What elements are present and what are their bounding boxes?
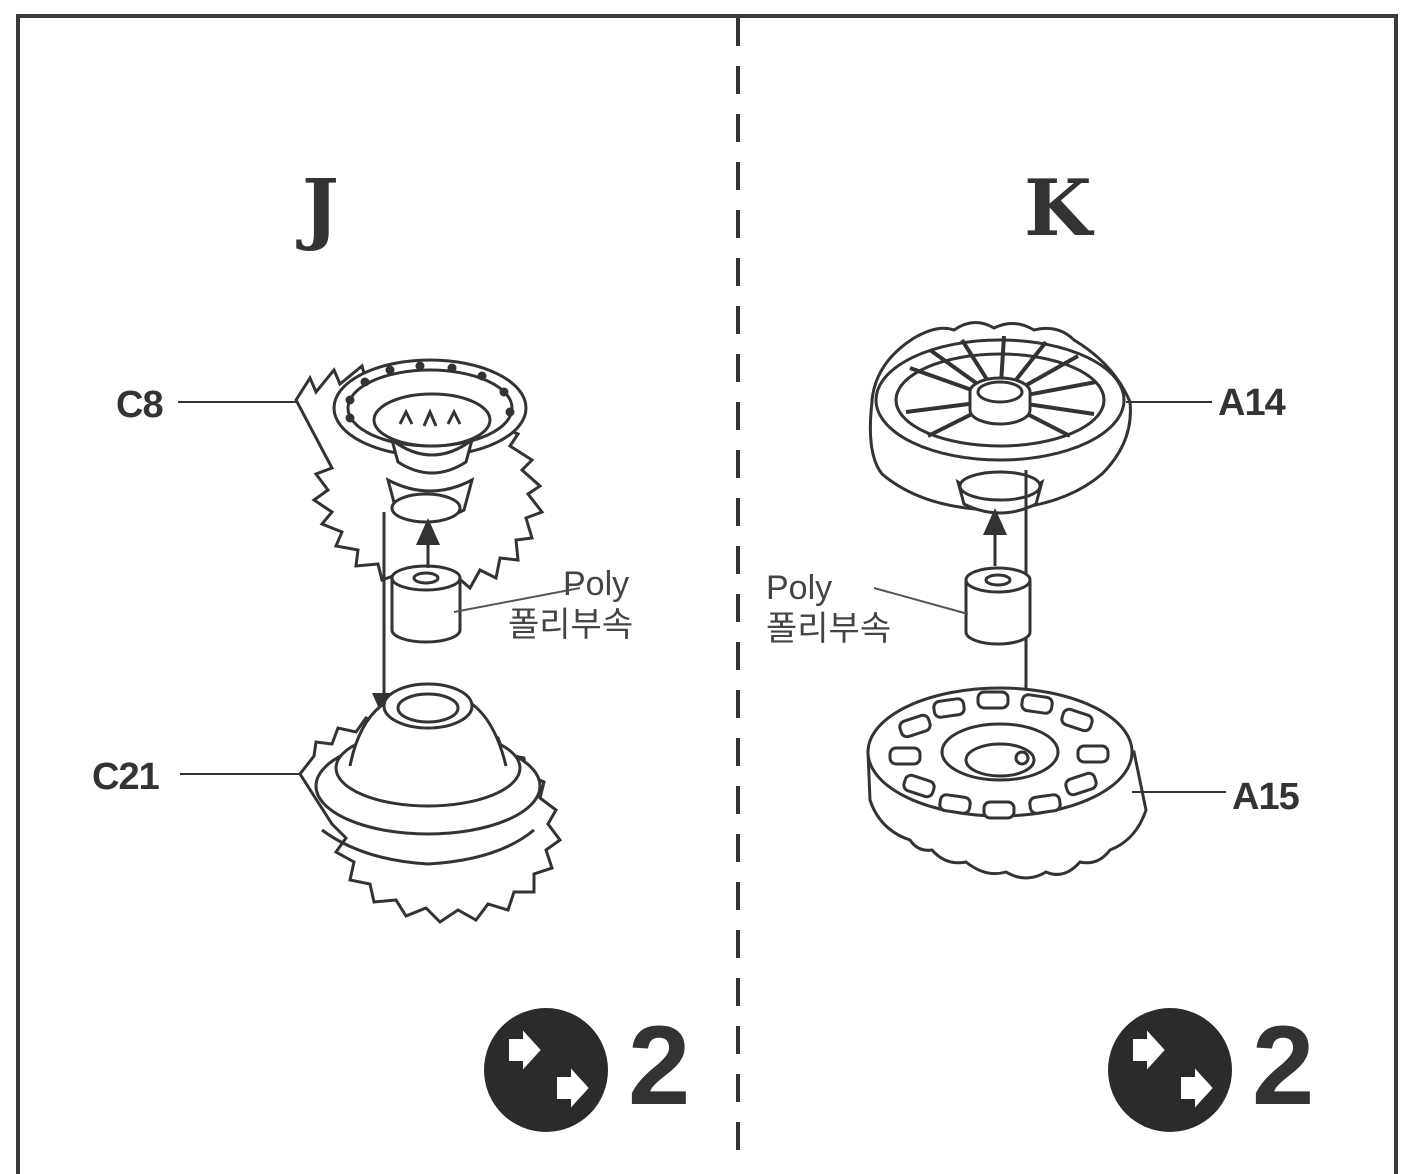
poly-label-ko: 폴리부속 <box>766 609 892 648</box>
poly-label-en: Poly <box>766 569 833 607</box>
part-label-c8: C8 <box>116 384 164 426</box>
leader-lines <box>178 401 1226 793</box>
quantity-number-j: 2 <box>628 1003 691 1128</box>
poly-label-k: Poly 폴리부속 <box>766 568 891 650</box>
part-a14-wheel <box>868 321 1132 515</box>
part-c21-sprocket <box>298 682 563 924</box>
make-two-icon <box>484 1008 608 1132</box>
poly-cap-j <box>390 564 462 644</box>
instruction-sheet <box>16 14 1398 1174</box>
make-two-icon <box>1108 1008 1232 1132</box>
step-letter-k: K <box>1024 163 1092 254</box>
poly-label-j: Poly 폴리부속 <box>508 564 633 646</box>
part-a15-wheel <box>866 686 1148 880</box>
poly-label-ko: 폴리부속 <box>508 605 634 644</box>
part-label-a15: A15 <box>1232 776 1300 818</box>
part-c8-sprocket <box>294 358 545 593</box>
arrow-icon <box>1131 1025 1216 1113</box>
quantity-number-k: 2 <box>1252 1003 1315 1128</box>
part-label-a14: A14 <box>1218 382 1286 424</box>
poly-cap-k <box>964 566 1032 646</box>
poly-label-en: Poly <box>562 565 630 603</box>
part-label-c21: C21 <box>92 756 160 798</box>
step-letter-j: J <box>302 163 339 254</box>
arrow-icon <box>507 1025 592 1113</box>
